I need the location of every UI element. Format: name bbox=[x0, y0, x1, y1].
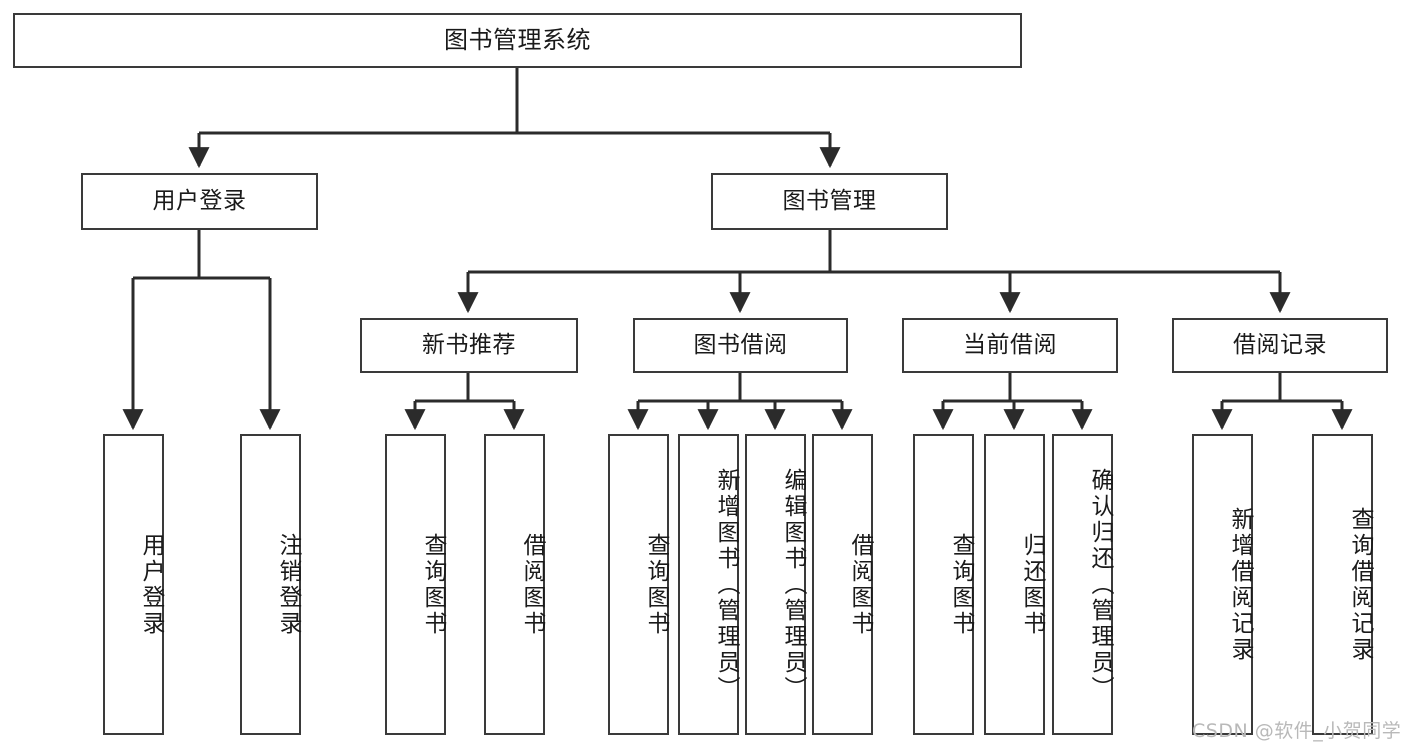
node-leaf-borrow-book-1[interactable]: 借阅图书 bbox=[484, 434, 545, 735]
node-current-borrow[interactable]: 当前借阅 bbox=[902, 318, 1118, 373]
node-label: 用户登录 bbox=[138, 533, 164, 637]
node-label: 编辑图书（管理员） bbox=[780, 468, 806, 702]
node-leaf-edit-book[interactable]: 编辑图书（管理员） bbox=[745, 434, 806, 735]
node-book-manage[interactable]: 图书管理 bbox=[711, 173, 948, 230]
node-label: 借阅图书 bbox=[847, 533, 873, 637]
node-label: 查询借阅记录 bbox=[1347, 507, 1373, 663]
node-leaf-confirm-return[interactable]: 确认归还（管理员） bbox=[1052, 434, 1113, 735]
node-label: 图书管理系统 bbox=[444, 26, 591, 55]
node-label: 图书借阅 bbox=[693, 331, 788, 358]
node-leaf-query-book-1[interactable]: 查询图书 bbox=[385, 434, 446, 735]
node-label: 图书管理 bbox=[782, 187, 877, 214]
csdn-watermark: CSDN @软件_小贺同学 bbox=[1192, 720, 1402, 742]
node-label: 查询图书 bbox=[420, 533, 446, 637]
node-new-book-recommend[interactable]: 新书推荐 bbox=[360, 318, 578, 373]
node-leaf-add-record[interactable]: 新增借阅记录 bbox=[1192, 434, 1253, 735]
node-leaf-user-login[interactable]: 用户登录 bbox=[103, 434, 164, 735]
node-label: 注销登录 bbox=[275, 533, 301, 637]
node-leaf-return-book[interactable]: 归还图书 bbox=[984, 434, 1045, 735]
node-label: 用户登录 bbox=[152, 187, 247, 214]
node-book-borrow[interactable]: 图书借阅 bbox=[633, 318, 848, 373]
node-leaf-borrow-book-2[interactable]: 借阅图书 bbox=[812, 434, 873, 735]
node-root-system[interactable]: 图书管理系统 bbox=[13, 13, 1022, 68]
node-leaf-query-book-2[interactable]: 查询图书 bbox=[608, 434, 669, 735]
node-label: 查询图书 bbox=[643, 533, 669, 637]
node-borrow-record[interactable]: 借阅记录 bbox=[1172, 318, 1388, 373]
node-label: 当前借阅 bbox=[963, 331, 1057, 358]
node-leaf-add-book[interactable]: 新增图书（管理员） bbox=[678, 434, 739, 735]
node-user-login[interactable]: 用户登录 bbox=[81, 173, 318, 230]
node-label: 新增借阅记录 bbox=[1227, 507, 1253, 663]
node-label: 归还图书 bbox=[1019, 533, 1045, 637]
node-label: 借阅图书 bbox=[519, 533, 545, 637]
node-leaf-query-record[interactable]: 查询借阅记录 bbox=[1312, 434, 1373, 735]
node-label: 查询图书 bbox=[948, 533, 974, 637]
node-leaf-logout[interactable]: 注销登录 bbox=[240, 434, 301, 735]
node-leaf-query-book-3[interactable]: 查询图书 bbox=[913, 434, 974, 735]
node-label: 新增图书（管理员） bbox=[713, 468, 739, 702]
node-label: 借阅记录 bbox=[1233, 331, 1327, 358]
node-label: 确认归还（管理员） bbox=[1087, 468, 1113, 702]
node-label: 新书推荐 bbox=[422, 331, 516, 358]
